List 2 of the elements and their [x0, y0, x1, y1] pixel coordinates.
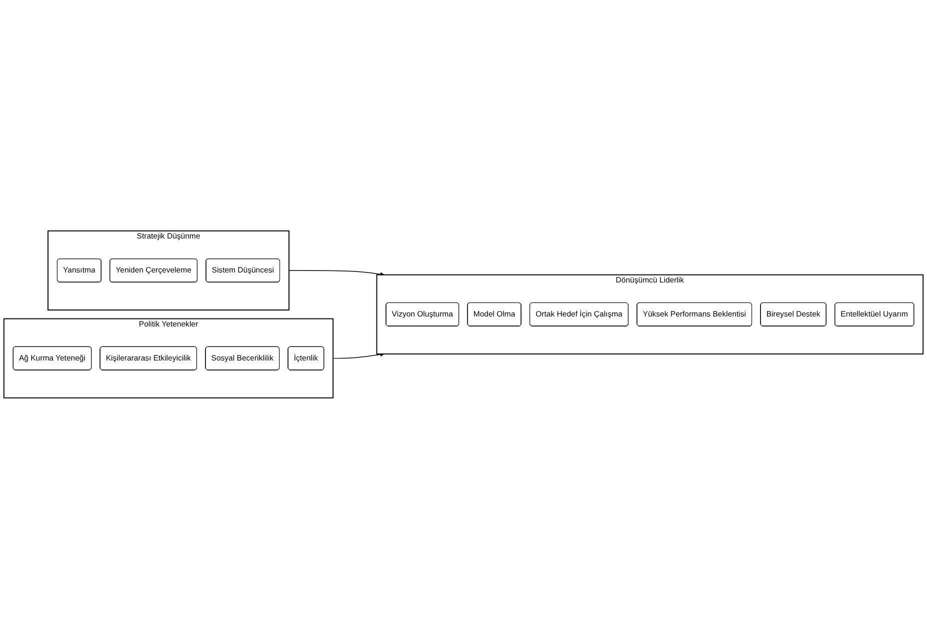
arrow	[288, 270, 384, 276]
arrow	[332, 352, 384, 359]
